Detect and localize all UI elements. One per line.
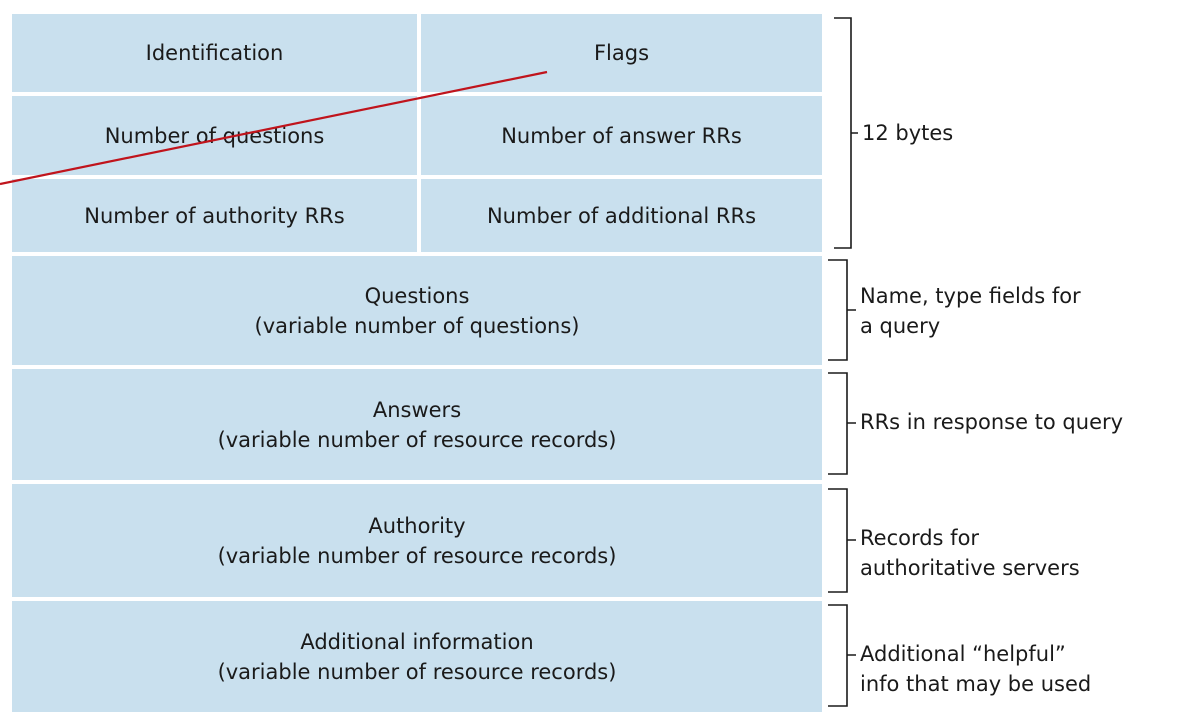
additional-subtitle: (variable number of resource records) <box>217 659 617 684</box>
num-answer-rrs-label: Number of answer RRs <box>501 123 742 148</box>
questions-annotation: Name, type fields for a query <box>860 281 1081 341</box>
answers-section: Answers (variable number of resource rec… <box>12 369 822 480</box>
authority-annotation-line2: authoritative servers <box>860 556 1080 580</box>
answers-subtitle: (variable number of resource records) <box>217 427 617 452</box>
header-size-text: 12 bytes <box>862 121 954 145</box>
header-size-annotation: 12 bytes <box>862 118 953 148</box>
flags-field: Flags <box>421 14 822 92</box>
num-authority-rrs-label: Number of authority RRs <box>84 203 345 228</box>
questions-bracket <box>828 259 856 361</box>
additional-section: Additional information (variable number … <box>12 601 822 712</box>
additional-bracket <box>828 604 856 707</box>
answers-bracket <box>828 372 856 475</box>
identification-label: Identification <box>145 41 284 65</box>
authority-title: Authority <box>368 513 466 538</box>
questions-annotation-line1: Name, type fields for <box>860 284 1081 308</box>
num-answer-rrs-field: Number of answer RRs <box>421 96 822 175</box>
authority-annotation-line1: Records for <box>860 526 980 550</box>
authority-subtitle: (variable number of resource records) <box>217 543 617 568</box>
num-additional-rrs-label: Number of additional RRs <box>486 203 757 228</box>
answers-annotation-text: RRs in response to query <box>860 410 1124 434</box>
authority-section: Authority (variable number of resource r… <box>12 484 822 597</box>
additional-annotation-line1: Additional “helpful” <box>860 642 1066 666</box>
authority-annotation: Records for authoritative servers <box>860 523 1080 583</box>
identification-field: Identification <box>12 14 417 92</box>
num-questions-field: Number of questions <box>12 96 417 175</box>
questions-title: Questions <box>364 283 470 308</box>
additional-title: Additional information <box>300 629 534 654</box>
num-questions-label: Number of questions <box>104 123 325 148</box>
num-authority-rrs-field: Number of authority RRs <box>12 179 417 252</box>
flags-label: Flags <box>593 41 650 65</box>
additional-annotation: Additional “helpful” info that may be us… <box>860 639 1091 699</box>
num-additional-rrs-field: Number of additional RRs <box>421 179 822 252</box>
answers-title: Answers <box>372 397 462 422</box>
questions-section: Questions (variable number of questions) <box>12 256 822 365</box>
authority-bracket <box>828 488 856 593</box>
questions-annotation-line2: a query <box>860 314 941 338</box>
questions-subtitle: (variable number of questions) <box>254 313 580 338</box>
additional-annotation-line2: info that may be used <box>860 672 1092 696</box>
answers-annotation: RRs in response to query <box>860 407 1123 437</box>
header-bracket <box>834 17 858 249</box>
